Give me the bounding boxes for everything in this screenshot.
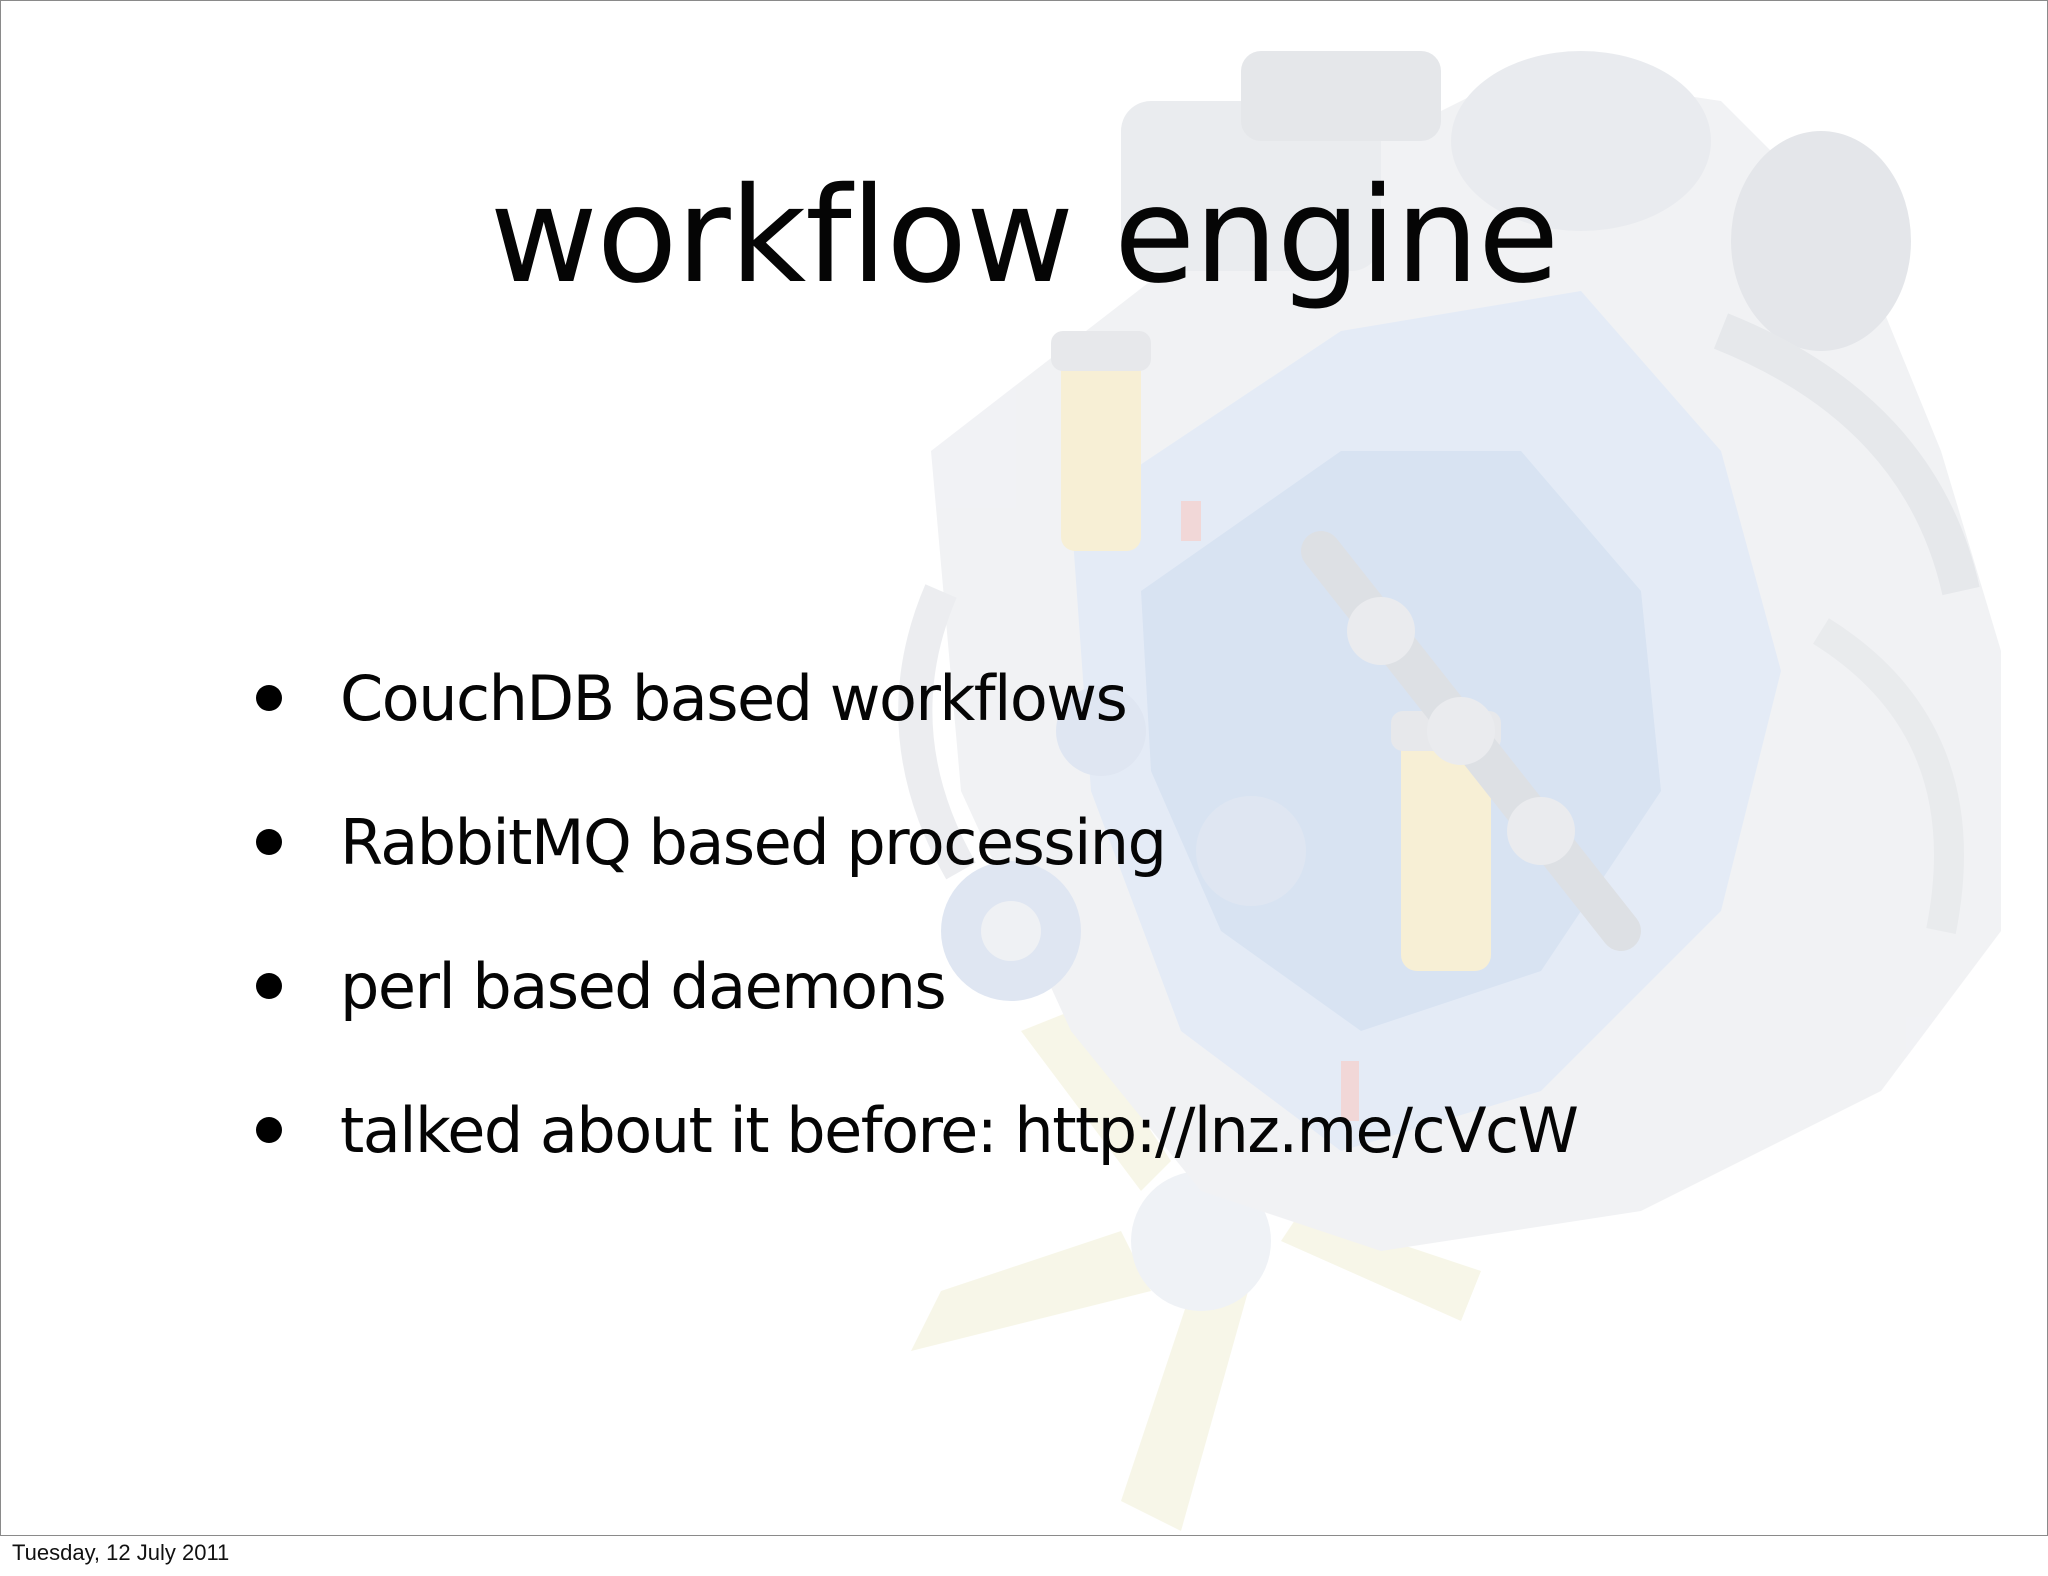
slide-title: workflow engine	[489, 159, 1559, 313]
bullet-text: talked about it before: http://lnz.me/cV…	[340, 1093, 1579, 1167]
bullet-text: perl based daemons	[340, 949, 947, 1023]
engine-illustration	[898, 51, 2001, 1531]
list-item: RabbitMQ based processing	[256, 770, 1577, 914]
bullet-list: CouchDB based workflows RabbitMQ based p…	[256, 626, 1579, 1202]
bullet-icon	[256, 973, 282, 999]
bullet-text: RabbitMQ based processing	[340, 805, 1167, 879]
bullet-text: CouchDB based workflows	[340, 661, 1128, 735]
list-item: perl based daemons	[256, 914, 1577, 1058]
list-item: talked about it before: http://lnz.me/cV…	[256, 1058, 1579, 1202]
footer-date: Tuesday, 12 July 2011	[12, 1540, 230, 1565]
list-item: CouchDB based workflows	[256, 626, 1577, 770]
bullet-icon	[256, 829, 282, 855]
bullet-icon	[256, 1117, 282, 1143]
bullet-icon	[256, 685, 282, 711]
slide: workflow engine CouchDB based workflows …	[0, 0, 2048, 1536]
